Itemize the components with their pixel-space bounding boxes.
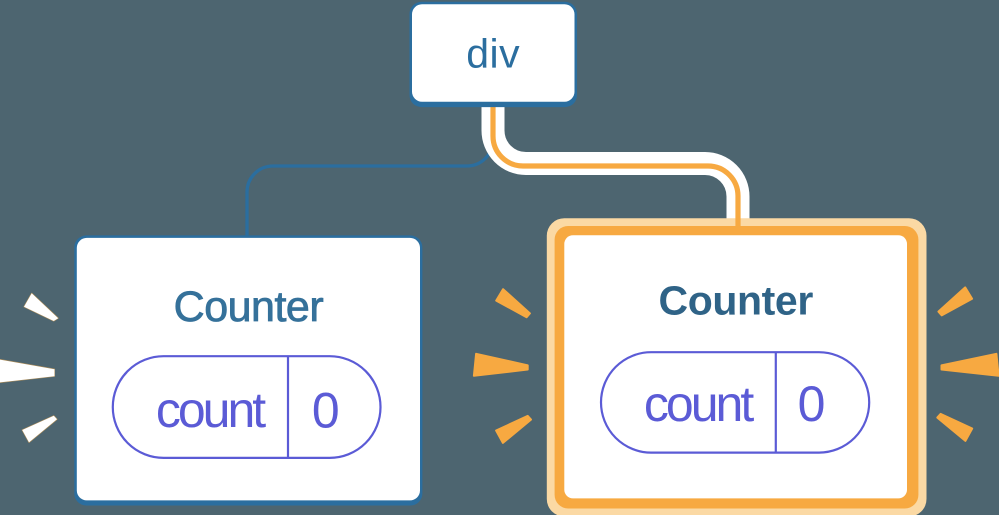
svg-text:count: count [156,382,266,438]
svg-text:count: count [644,376,754,432]
svg-text:Counter: Counter [659,278,814,324]
svg-text:div: div [466,31,520,77]
svg-text:0: 0 [798,376,826,432]
svg-text:Counter: Counter [174,283,324,331]
svg-text:0: 0 [312,383,340,439]
